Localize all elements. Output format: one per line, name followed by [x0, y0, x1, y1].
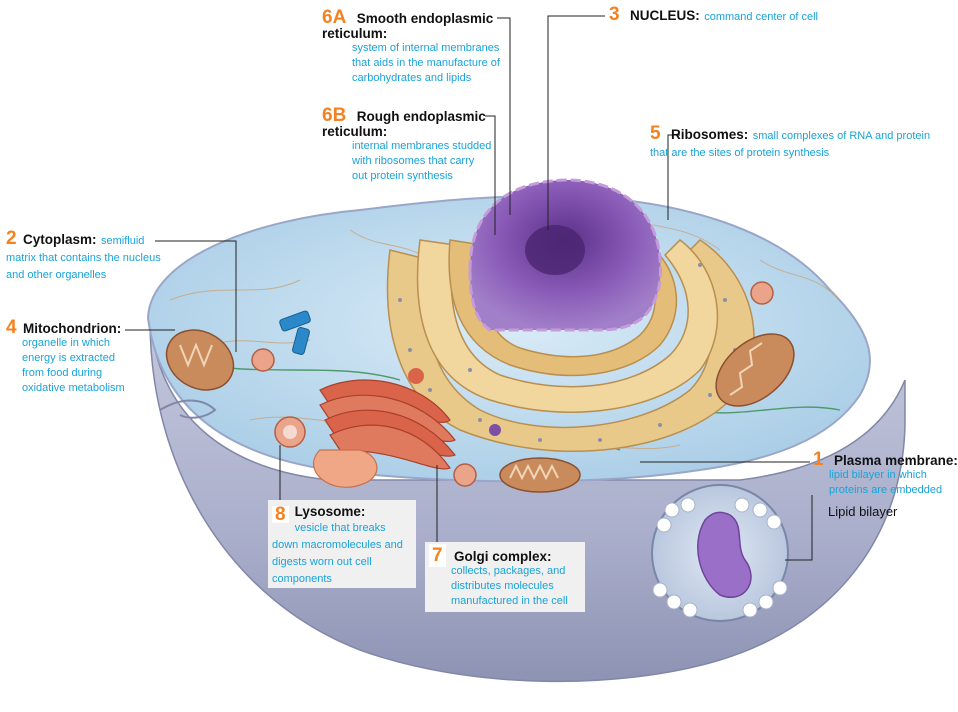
- label-number: 2: [6, 228, 17, 249]
- label-lipid-bilayer: Lipid bilayer: [828, 504, 948, 519]
- label-description: vesicle that breaks down macromolecules …: [272, 522, 403, 585]
- label-description: lipid bilayer in which proteins are embe…: [829, 469, 943, 496]
- label-number: 3: [609, 4, 620, 25]
- label-title: Plasma membrane:: [834, 453, 958, 468]
- label-title: Golgi complex:: [454, 549, 552, 564]
- golgi-card: [425, 542, 585, 612]
- nucleus: [468, 178, 662, 332]
- er-ribosome-dots: [398, 263, 737, 442]
- leader-lines: [125, 15, 813, 561]
- label-lysosome: 8 Lysosome: vesicle that breaks down mac…: [272, 504, 412, 587]
- label-description: internal membranes studded with ribosome…: [352, 140, 492, 182]
- label-number: 4: [6, 317, 17, 338]
- label-description: collects, packages, and distributes mole…: [451, 565, 568, 607]
- label-number: 1: [813, 449, 824, 470]
- membrane-invagination: [159, 399, 217, 419]
- label-cytoplasm: 2 Cytoplasm: semifluid matrix that conta…: [6, 228, 176, 283]
- golgi-complex: [313, 379, 456, 488]
- label-nucleus: 3 NUCLEUS: command center of cell: [609, 4, 949, 25]
- label-mitochondrion: 4 Mitochondrion: organelle in which ener…: [6, 317, 136, 396]
- mitochondrion-bottom: [499, 457, 581, 493]
- label-title: Smooth endoplasmic reticulum:: [322, 11, 494, 41]
- label-number: 7: [429, 544, 446, 567]
- mitochondrion-left: [165, 329, 235, 391]
- label-title: NUCLEUS:: [630, 8, 700, 23]
- label-smooth-er: 6A Smooth endoplasmic reticulum: system …: [322, 7, 502, 86]
- lipid-bilayer-inset: [651, 484, 789, 622]
- label-title: Rough endoplasmic reticulum:: [322, 109, 486, 139]
- rough-er: [386, 239, 755, 452]
- mitochondrion-right: [715, 333, 795, 407]
- label-number: 5: [650, 123, 661, 144]
- label-plasma-membrane: 1 Plasma membrane: lipid bilayer in whic…: [813, 449, 958, 498]
- label-ribosomes: 5 Ribosomes: small complexes of RNA and …: [650, 123, 950, 161]
- label-golgi: 7 Golgi complex: collects, packages, and…: [429, 544, 583, 609]
- label-number: 8: [272, 505, 289, 524]
- label-number: 6A: [322, 7, 347, 28]
- centriole: [279, 310, 311, 355]
- label-title: Cytoplasm:: [23, 232, 97, 247]
- lysosome-card: [268, 500, 416, 588]
- label-description: system of internal membranes that aids i…: [352, 42, 500, 84]
- label-description: command center of cell: [704, 11, 818, 23]
- label-title: Lipid bilayer: [828, 504, 898, 519]
- lysosomes: [251, 281, 774, 487]
- label-description: semifluid matrix that contains the nucle…: [6, 235, 161, 281]
- label-title: Lysosome:: [294, 504, 366, 519]
- label-description: small complexes of RNA and protein that …: [650, 130, 931, 159]
- label-number: 6B: [322, 105, 347, 126]
- label-description: organelle in which energy is extracted f…: [22, 337, 125, 394]
- label-rough-er: 6B Rough endoplasmic reticulum: internal…: [322, 105, 492, 184]
- label-title: Ribosomes:: [671, 127, 749, 142]
- label-title: Mitochondrion:: [23, 321, 122, 336]
